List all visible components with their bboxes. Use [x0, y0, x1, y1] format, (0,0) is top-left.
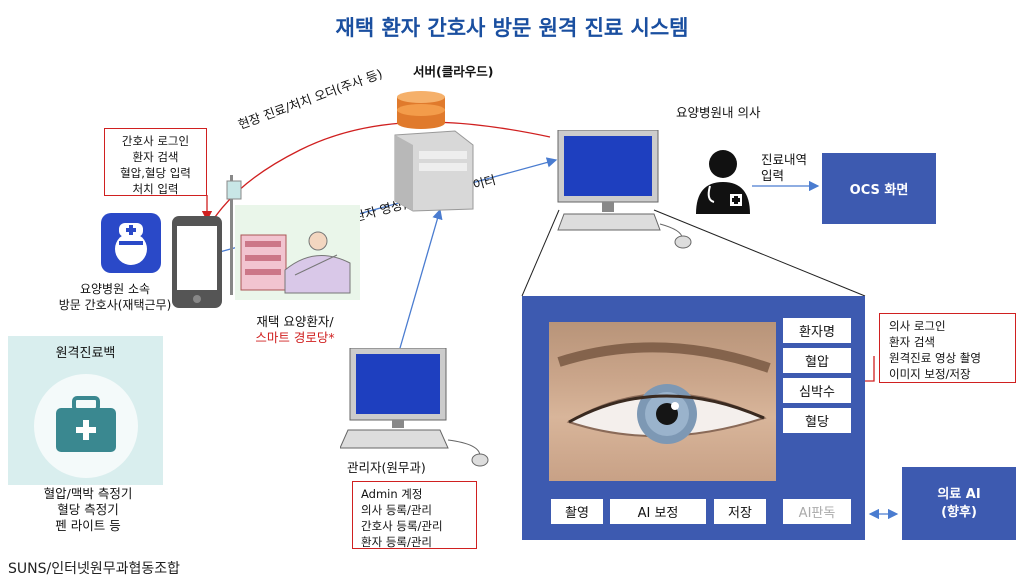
- nurse-label-line: 방문 간호사(재택근무): [58, 298, 172, 312]
- ocs-input-line: 입력: [761, 168, 785, 183]
- admin-box-line: 간호사 등록/관리: [361, 519, 443, 533]
- kit-caption-line: 혈당 측정기: [57, 502, 119, 517]
- admin-box-line: Admin 계정: [361, 487, 423, 501]
- doctor-box-line: 원격진료 영상 촬영: [889, 351, 981, 365]
- remote-care-bag-panel: 원격진료백: [8, 336, 163, 485]
- zoom-line-left: [521, 209, 560, 297]
- ocs-input-line: 진료내역: [761, 152, 808, 167]
- admin-box-line: 환자 등록/관리: [361, 535, 433, 549]
- nurse-box-line: 환자 검색: [132, 150, 179, 164]
- nurse-function-box: 간호사 로그인 환자 검색 혈압,혈당 입력 처치 입력: [104, 128, 207, 196]
- doctor-function-box: 의사 로그인 환자 검색 원격진료 영상 촬영 이미지 보정/저장: [879, 313, 1016, 383]
- nurse-label: 요양병원 소속 방문 간호사(재택근무): [30, 281, 200, 313]
- admin-box-line: 의사 등록/관리: [361, 503, 433, 517]
- ocs-screen-box: OCS 화면: [822, 153, 936, 224]
- medical-ai-box: 의료 AI (향후): [902, 467, 1016, 540]
- eye-image-view: [549, 322, 776, 481]
- kit-caption-line: 펜 라이트 등: [55, 518, 121, 533]
- save-button[interactable]: 저장: [714, 499, 766, 524]
- heart-rate-button[interactable]: 심박수: [783, 378, 851, 403]
- server-icon: [394, 91, 474, 212]
- ai-label-line: 의료 AI: [937, 486, 981, 502]
- page-title: 재택 환자 간호사 방문 원격 진료 시스템: [335, 16, 689, 40]
- patient-bed-illustration: [226, 175, 360, 300]
- kit-caption: 혈압/맥박 측정기 혈당 측정기 펜 라이트 등: [8, 486, 168, 534]
- ai-label-line: (향후): [941, 504, 977, 520]
- patient-name-button[interactable]: 환자명: [783, 318, 851, 343]
- capture-button[interactable]: 촬영: [551, 499, 603, 524]
- footer-credit: SUNS/인터넷원무과협동조합: [8, 561, 181, 577]
- ocs-input-label: 진료내역 입력: [761, 152, 807, 184]
- nurse-box-line: 처치 입력: [132, 182, 179, 196]
- nurse-label-line: 요양병원 소속: [79, 282, 151, 296]
- smartphone-icon: [172, 216, 222, 308]
- zoom-line-right: [653, 209, 866, 297]
- doctor-box-line: 환자 검색: [889, 335, 935, 349]
- admin-function-box: Admin 계정 의사 등록/관리 간호사 등록/관리 환자 등록/관리: [352, 481, 477, 549]
- doctor-box-line: 이미지 보정/저장: [889, 367, 971, 381]
- nurse-box-line: 혈압,혈당 입력: [120, 166, 191, 180]
- admin-server-arrow: [397, 208, 443, 356]
- eye-image: [557, 342, 771, 444]
- doctor-computer-icon: [557, 130, 692, 249]
- ai-reading-button[interactable]: AI판독: [783, 499, 851, 524]
- patient-label-red: 스마트 경로당*: [255, 330, 335, 345]
- nurse-box-line: 간호사 로그인: [121, 134, 190, 148]
- kit-title: 원격진료백: [55, 346, 116, 361]
- admin-label: 관리자(원무과): [347, 460, 426, 475]
- medical-bag-icon: [34, 374, 138, 478]
- nurse-icon: [101, 213, 161, 273]
- doctor-label: 요양병원내 의사: [676, 105, 761, 120]
- kit-caption-line: 혈압/맥박 측정기: [43, 486, 133, 501]
- patient-label-line: 재택 요양환자/: [256, 314, 334, 329]
- patient-label: 재택 요양환자/ 스마트 경로당*: [230, 314, 360, 346]
- ai-correction-button[interactable]: AI 보정: [610, 499, 706, 524]
- blood-pressure-button[interactable]: 혈압: [783, 348, 851, 373]
- doctor-icon: [696, 150, 750, 214]
- server-label: 서버(클라우드): [413, 64, 494, 79]
- blood-sugar-button[interactable]: 혈당: [783, 408, 851, 433]
- admin-computer-icon: [340, 348, 489, 467]
- doctor-box-line: 의사 로그인: [889, 319, 946, 333]
